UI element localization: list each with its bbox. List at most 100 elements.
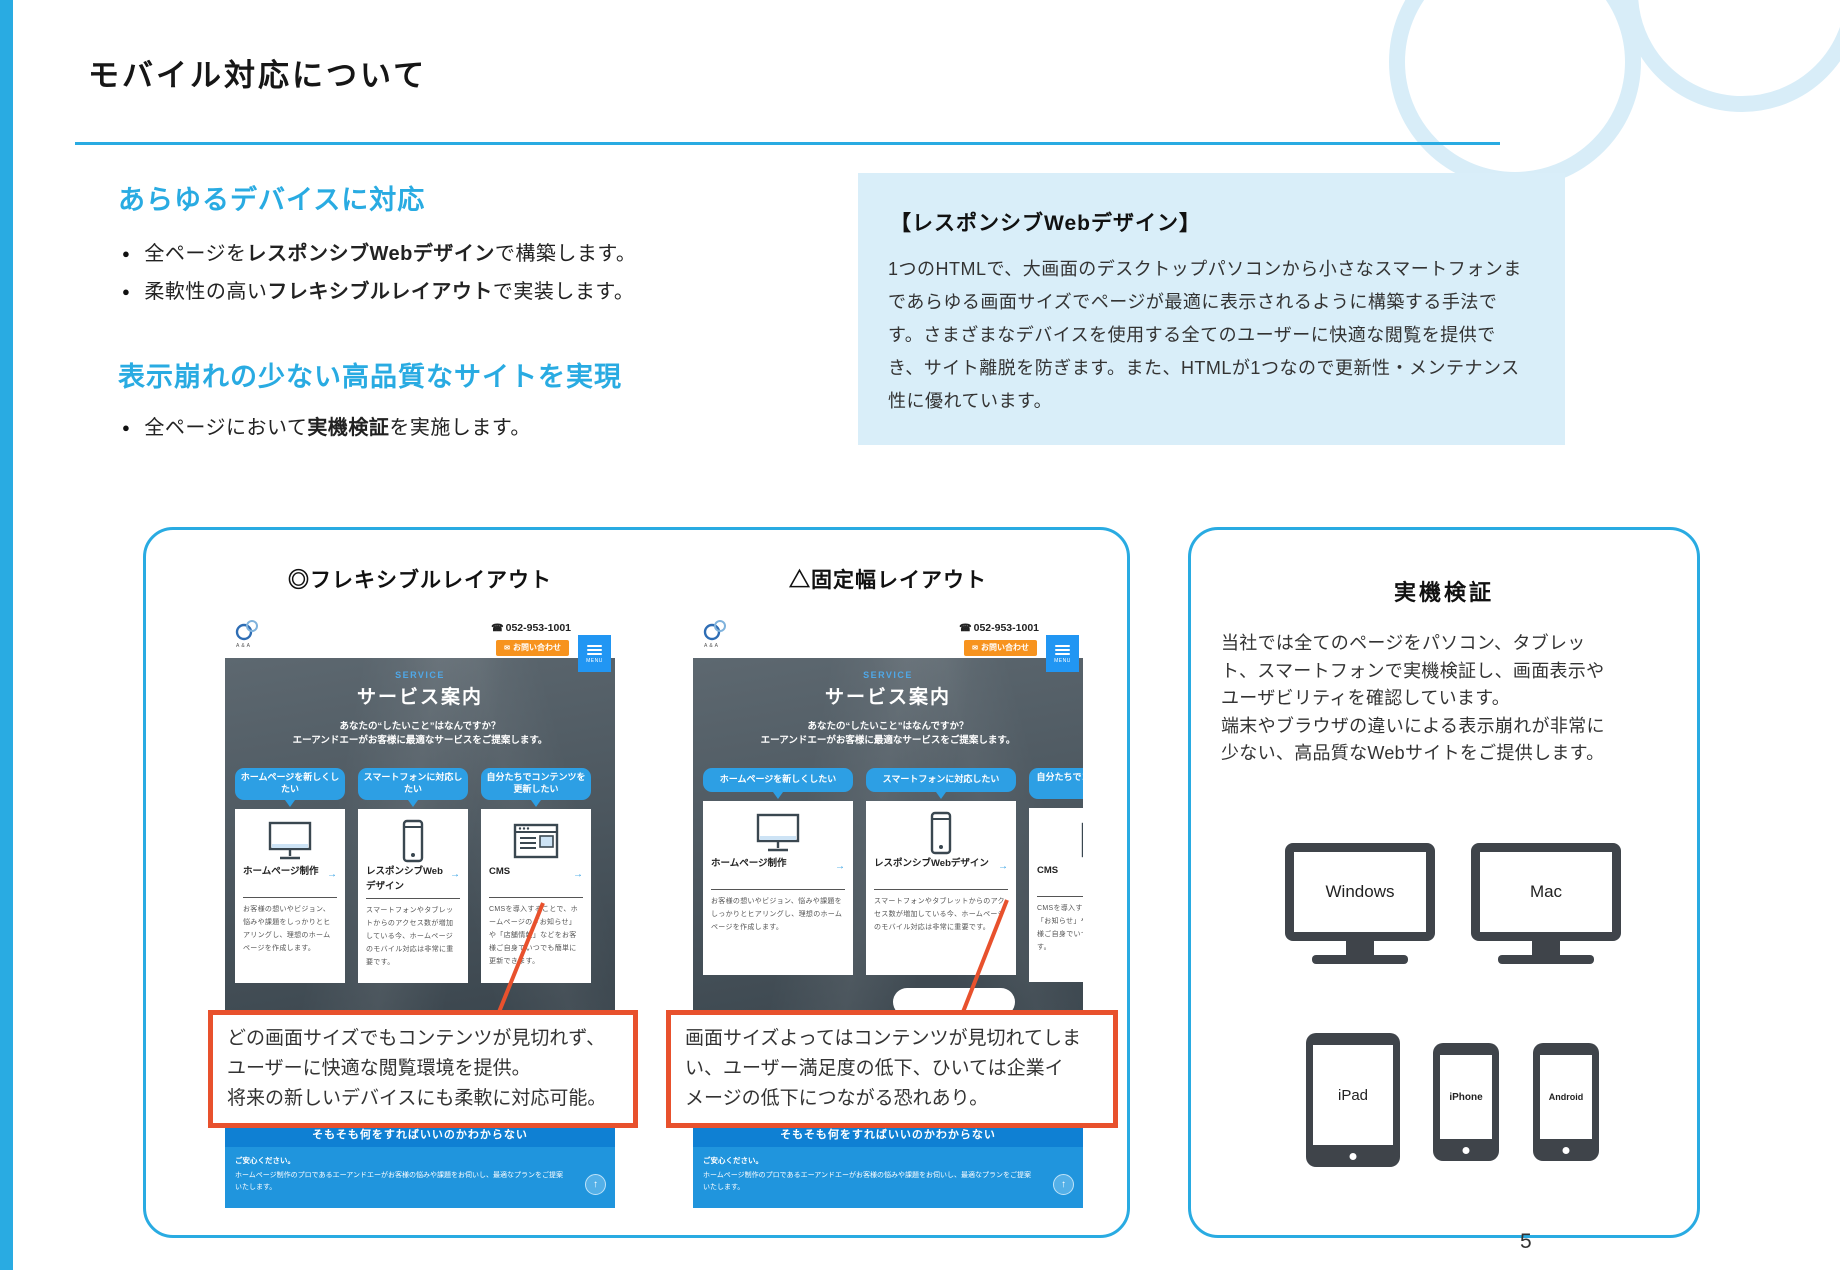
service-cards-row: ホームページを新しくしたい ホームページ制作→ お客様の想いやビジョン、悩みや課…: [235, 768, 591, 983]
bullet-text: 全ページにおいて: [144, 417, 308, 439]
device-verification-panel: 実機検証 当社では全てのページをパソコン、タブレッ ト、スマートフォンで実機検証…: [1188, 527, 1700, 1238]
responsive-info-box: 【レスポンシブWebデザイン】 1つのHTMLで、大画面のデスクトップパソコンか…: [858, 173, 1565, 445]
bullet-text-bold: フレキシブルレイアウト: [267, 281, 493, 303]
service-card-column: ホームページを新しくしたい ホームページ制作→ お客様の想いやビジョン、悩みや課…: [703, 768, 853, 982]
monitor-icon: [243, 817, 337, 865]
card-tag-bubble[interactable]: ホームページを新しくしたい: [235, 768, 345, 800]
contact-button-label: お問い合わせ: [981, 643, 1029, 652]
hero-subtitle-2: エーアンドエーがお客様に最適なサービスをご提案します。: [760, 735, 1016, 746]
card-tag-bubble[interactable]: ホームページを新しくしたい: [703, 768, 853, 792]
bullet-device-testing: 全ページにおいて実機検証を実施します。: [122, 411, 531, 440]
card-description: スマートフォンやタブレットからのアクセス数が増加している今、ホームページのモバイ…: [366, 907, 454, 967]
card-title: レスポンシブWebデザイン→: [874, 857, 1008, 885]
monitor-icon: [711, 809, 845, 857]
service-card[interactable]: ホームページ制作→ お客様の想いやビジョン、悩みや課題をしっかりとヒアリングし、…: [703, 801, 853, 975]
page-number: 5: [1520, 1230, 1532, 1253]
bullet-text: で構築します。: [494, 243, 637, 265]
contact-button-label: お問い合わせ: [513, 643, 561, 652]
fixed-layout-note: 画面サイズよってはコンテンツが見切れてしま い、ユーザー満足度の低下、ひいては企…: [666, 1010, 1118, 1128]
card-tag-bubble[interactable]: スマートフォンに対応したい: [358, 768, 468, 800]
page-top-button[interactable]: ↑: [1053, 1174, 1074, 1195]
service-card[interactable]: CMS→ CMSを導入することで、ホームページの「お知らせ」や「店舗情報」などを…: [481, 809, 591, 983]
card-description: お客様の想いやビジョン、悩みや課題をしっかりとヒアリングし、理想のホームページを…: [711, 898, 843, 931]
phone-number-text: 052-953-1001: [505, 622, 571, 634]
menu-button-label: MENU: [586, 657, 603, 664]
arrow-up-icon: ↑: [593, 1179, 598, 1190]
title-underline: [75, 142, 1500, 145]
page-top-button[interactable]: ↑: [585, 1174, 606, 1195]
mockup-header: A&A ☎052-953-1001 ✉お問い合わせ MENU: [693, 615, 1083, 672]
ipad-icon: iPad: [1306, 1033, 1400, 1167]
windows-monitor-icon: Windows: [1285, 843, 1435, 964]
iphone-icon: iPhone: [1433, 1043, 1499, 1161]
browser-cms-icon: [1037, 816, 1083, 864]
windows-label: Windows: [1294, 852, 1426, 932]
android-icon: Android: [1533, 1043, 1599, 1161]
phone-number: ☎052-953-1001: [959, 622, 1039, 634]
bullet-text: を実施します。: [389, 417, 531, 439]
smartphone-icon: [874, 809, 1008, 857]
heading-high-quality: 表示崩れの少ない高品質なサイトを実現: [118, 362, 622, 392]
card-title: レスポンシブWebデザイン→: [366, 866, 460, 892]
layout-comparison-panel: ◎フレキシブルレイアウト △固定幅レイアウト A&A ☎052-953-1001…: [143, 527, 1130, 1238]
heading-all-devices: あらゆるデバイスに対応: [118, 185, 426, 215]
hero-subtitle-1: あなたの“したいこと”はなんですか？: [339, 721, 501, 732]
service-cards-row: ホームページを新しくしたい ホームページ制作→ お客様の想いやビジョン、悩みや課…: [703, 768, 1083, 983]
card-description: CMSを導入することで、ホームページの「お知らせ」や「店舗情報」などをお客様ご自…: [489, 906, 578, 965]
card-tag-bubble[interactable]: 自分たちでコンテンツを更新したい: [1029, 768, 1083, 800]
smartphone-icon: [366, 817, 460, 865]
aanda-logo-icon: A&A: [232, 619, 264, 654]
card-title: CMS→: [489, 865, 583, 893]
hero-service-tag: SERVICE: [863, 670, 913, 680]
card-title: ホームページ制作→: [711, 857, 845, 885]
flexible-layout-heading: ◎フレキシブルレイアウト: [288, 569, 552, 592]
service-card[interactable]: レスポンシブWebデザイン→ スマートフォンやタブレットからのアクセス数が増加し…: [866, 801, 1016, 975]
menu-button-label: MENU: [1054, 657, 1071, 664]
card-divider: [711, 889, 845, 890]
arrow-right-icon: →: [835, 861, 845, 872]
aanda-logo-icon: A&A: [700, 619, 732, 654]
page-title: モバイル対応について: [88, 58, 428, 93]
card-description: お客様の想いやビジョン、悩みや課題をしっかりとヒアリングし、理想のホームページを…: [243, 906, 331, 952]
phone-number-text: 052-953-1001: [973, 622, 1039, 634]
left-accent-bar: [0, 0, 13, 1270]
phone-icon: ☎: [491, 623, 504, 634]
service-card[interactable]: レスポンシブWebデザイン→ スマートフォンやタブレットからのアクセス数が増加し…: [358, 809, 468, 983]
hero-subtitle-1: あなたの“したいこと”はなんですか？: [807, 721, 969, 732]
flexible-layout-note: どの画面サイズでもコンテンツが見切れず、 ユーザーに快適な閲覧環境を提供。 将来…: [208, 1010, 638, 1128]
contact-button[interactable]: ✉お問い合わせ: [964, 640, 1037, 656]
service-card[interactable]: ホームページ制作→ お客様の想いやビジョン、悩みや課題をしっかりとヒアリングし、…: [235, 809, 345, 983]
bullet-text: で実装します。: [492, 281, 635, 303]
card-title: CMS→: [1037, 865, 1059, 877]
hero-service-tag: SERVICE: [395, 670, 445, 680]
svg-text:A&A: A&A: [704, 643, 720, 649]
bullet-responsive-web-design: 全ページをレスポンシブWebデザインで構築します。: [122, 237, 636, 266]
contact-button[interactable]: ✉お問い合わせ: [496, 640, 569, 656]
bullet-text: 柔軟性の高い: [144, 281, 268, 303]
hero-title: サービス案内: [356, 687, 483, 708]
info-box-title: 【レスポンシブWebデザイン】: [890, 212, 1201, 235]
card-tag-bubble[interactable]: スマートフォンに対応したい: [866, 768, 1016, 792]
card-tag-bubble[interactable]: 自分たちでコンテンツを更新したい: [481, 768, 591, 800]
mockup-header: A&A ☎052-953-1001 ✉お問い合わせ MENU: [225, 615, 615, 672]
mac-monitor-icon: Mac: [1471, 843, 1621, 964]
service-card[interactable]: CMS→ CMSを導入することで、ホームページの「お知らせ」や「店舗情報」などを…: [1029, 808, 1083, 983]
service-card-column: ホームページを新しくしたい ホームページ制作→ お客様の想いやビジョン、悩みや課…: [235, 768, 345, 983]
arrow-right-icon: →: [450, 869, 460, 880]
bullet-flexible-layout: 柔軟性の高いフレキシブルレイアウトで実装します。: [122, 275, 634, 304]
footer-line2: ホームページ制作のプロであるエーアンドエーがお客様の悩みや課題をお伺いし、最適な…: [235, 1172, 564, 1191]
card-divider: [1037, 896, 1083, 898]
hamburger-icon: [587, 644, 602, 647]
service-card-column: スマートフォンに対応したい レスポンシブWebデザイン→ スマートフォンやタブレ…: [358, 768, 468, 983]
mockup-footer: ご安心ください。 ホームページ制作のプロであるエーアンドエーがお客様の悩みや課題…: [693, 1147, 1083, 1208]
phone-number: ☎052-953-1001: [491, 622, 571, 634]
arrow-right-icon: →: [327, 869, 337, 880]
android-label: Android: [1540, 1055, 1592, 1139]
arrow-right-icon: →: [573, 869, 583, 880]
verification-body: 当社では全てのページをパソコン、タブレッ ト、スマートフォンで実機検証し、画面表…: [1221, 633, 1605, 763]
menu-button[interactable]: MENU: [578, 635, 611, 672]
card-divider: [489, 897, 583, 898]
menu-button[interactable]: MENU: [1046, 635, 1079, 672]
service-card-column: スマートフォンに対応したい レスポンシブWebデザイン→ スマートフォンやタブレ…: [866, 768, 1016, 982]
